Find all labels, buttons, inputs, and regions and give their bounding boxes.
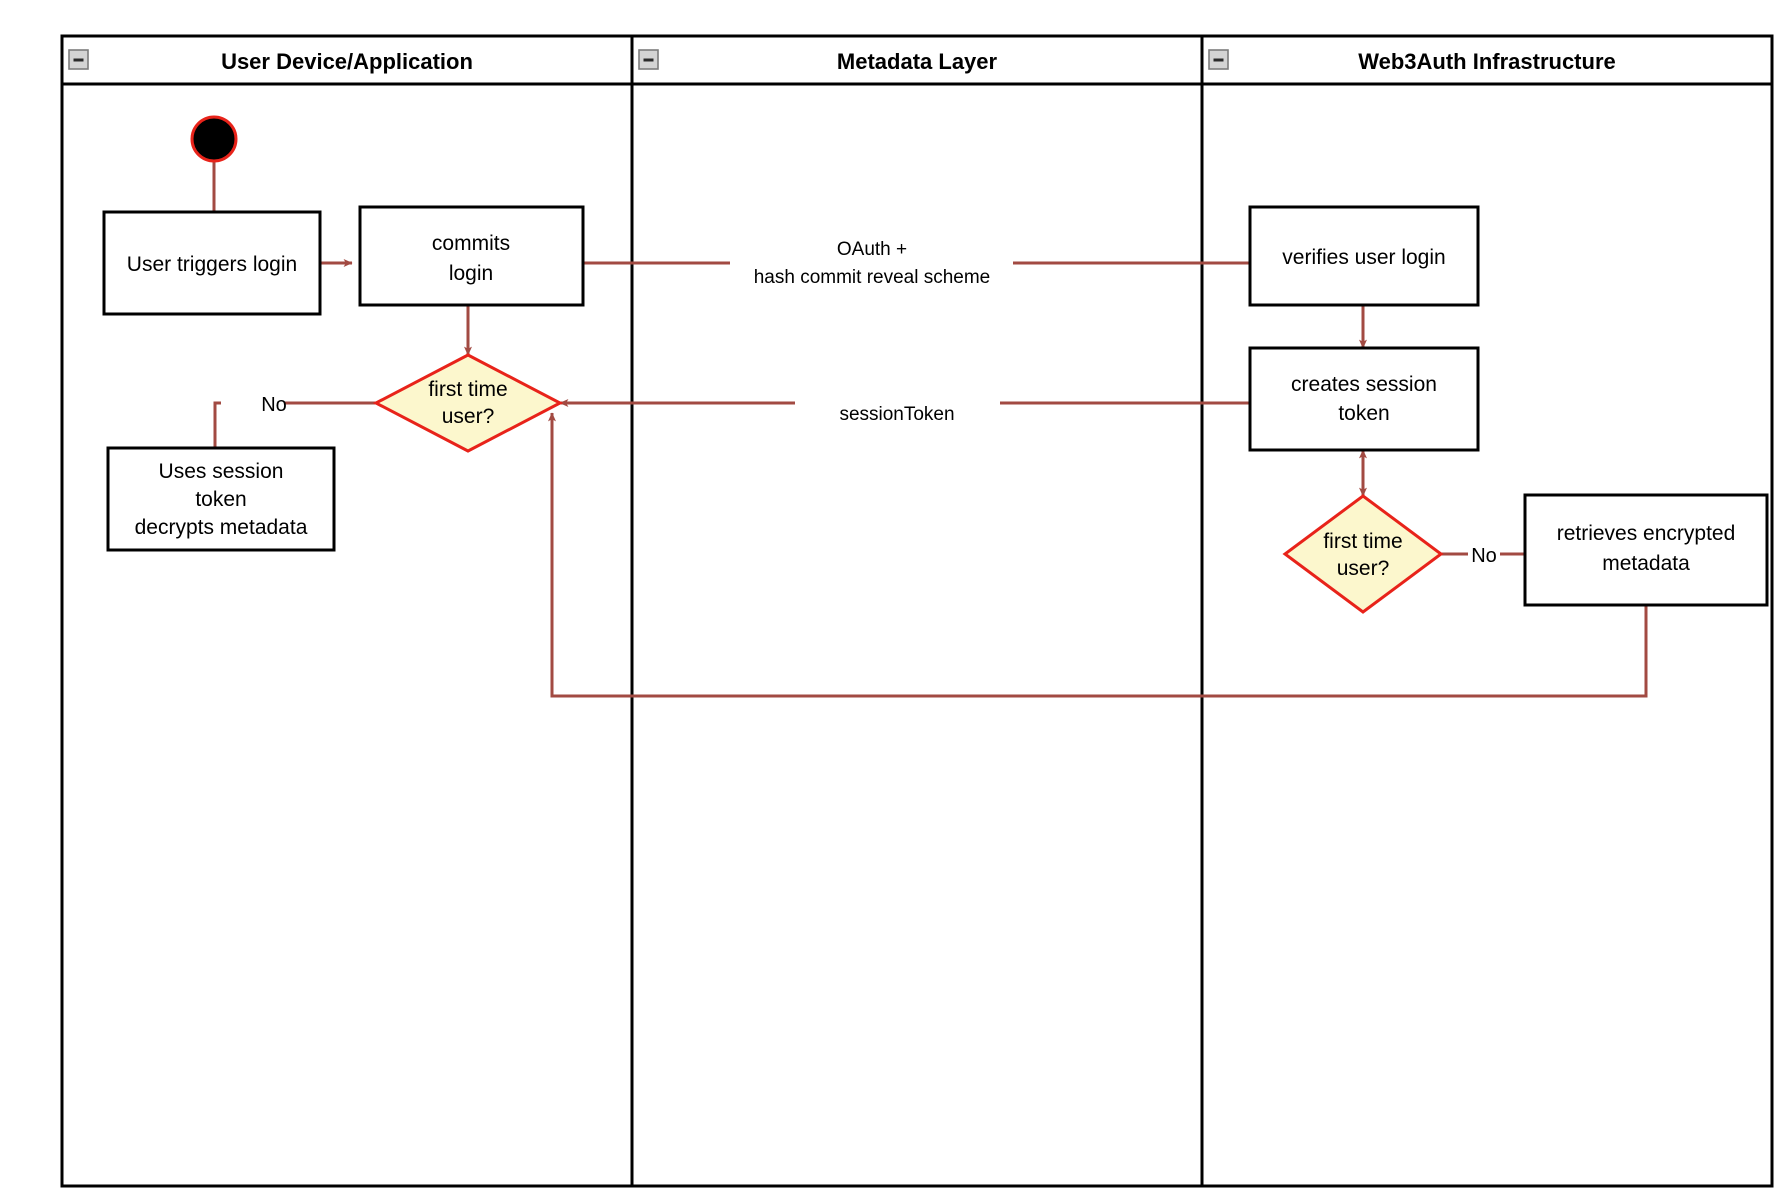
activity-node-retrieves-encrypted-metadata[interactable]: retrieves encrypted metadata [1523,493,1769,607]
lane-header-user-device [60,34,634,86]
start-node-circle [190,115,238,163]
activity-box [1248,346,1480,452]
lane-header-metadata [630,34,1204,86]
activity-label-line-2: token [1338,402,1389,425]
decision-label-line-1: first time [428,378,507,401]
edge-label-oauth-line-2: hash commit reveal scheme [754,267,991,288]
activity-node-user-triggers-login[interactable]: User triggers login [102,210,322,316]
decision-label-line-2: user? [442,405,495,428]
activity-label-line-1: Uses session [159,460,284,483]
initial-node[interactable] [190,115,238,163]
activity-box [102,210,322,316]
edge-retrieves-metadata-loopback-to-decision-left [548,412,1648,698]
activity-label-line-1: verifies user login [1282,246,1445,269]
lane-body-metadata [630,34,1204,1188]
decision-node-first-time-user-right[interactable]: first time user? [1282,494,1444,614]
decision-node-first-time-user-left[interactable]: first time user? [372,353,564,453]
activity-label-line-2: token [195,488,246,511]
activity-label-line-2: metadata [1602,552,1690,575]
node-container: User triggers login commits login first … [102,115,1769,614]
activity-label-line-3: decrypts metadata [135,516,308,539]
decision-label-line-2: user? [1337,557,1390,580]
guard-label-no-left: No [261,394,287,416]
activity-box [1248,205,1480,307]
swimlane-container: User Device/Application Metadata Layer W… [60,34,1774,1188]
lane-header-web3auth [1200,34,1774,86]
activity-box [358,205,585,307]
edge-label-oauth-line-1: OAuth + [837,239,907,260]
activity-box [106,446,336,552]
sidebar-item-lane-metadata[interactable]: Metadata Layer [630,34,1204,1188]
activity-box [1523,493,1769,607]
decision-diamond [1282,494,1444,614]
minus-box-icon-glyph [643,58,654,62]
activity-label-line-1: commits [432,232,510,255]
lane-title-metadata: Metadata Layer [837,49,998,74]
edge-label-container: OAuth + hash commit reveal scheme sessio… [261,239,1497,567]
minus-box-icon-glyph [1213,58,1224,62]
decision-diamond [372,353,564,453]
activity-node-commits-login[interactable]: commits login [358,205,585,307]
activity-label-line-1: creates session [1291,373,1437,396]
lane-title-user-device: User Device/Application [221,49,473,74]
lane-title-web3auth: Web3Auth Infrastructure [1358,49,1616,74]
activity-node-creates-session-token[interactable]: creates session token [1248,346,1480,452]
decision-label-line-1: first time [1323,530,1402,553]
activity-node-verifies-user-login[interactable]: verifies user login [1248,205,1480,307]
guard-label-no-right: No [1471,545,1497,567]
activity-label-line-1: retrieves encrypted [1557,522,1736,545]
edge-label-session-token: sessionToken [839,404,954,425]
edge-container: down to Uses session token --> retrieves… [212,157,1648,698]
sidebar-item-lane-web3auth[interactable]: Web3Auth Infrastructure [1200,34,1774,1188]
activity-label-line-2: login [449,262,493,285]
activity-label-line-1: User triggers login [127,253,297,276]
activity-node-uses-session-token[interactable]: Uses session token decrypts metadata [106,446,336,552]
edge-decision-left-no-to-uses-session-token [213,401,221,448]
minus-box-icon-glyph [73,58,84,62]
